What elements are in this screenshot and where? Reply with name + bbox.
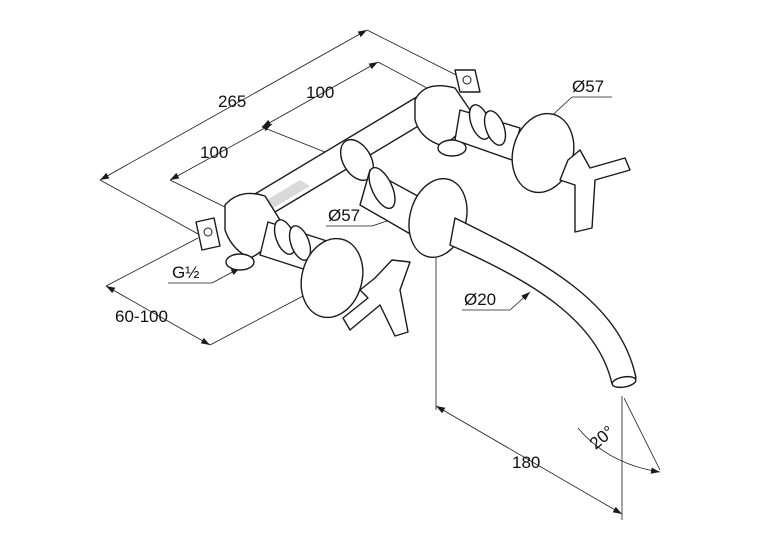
label-spout-diameter: Ø20 <box>464 290 496 309</box>
cross-handle-rear <box>559 149 631 233</box>
cross-handle-front <box>342 259 411 337</box>
faucet-assembly <box>195 69 637 389</box>
mounting-bracket-front <box>195 217 221 251</box>
handle-disc-front <box>300 237 364 319</box>
label-thread: G½ <box>172 263 199 282</box>
label-handle-diameter-right: Ø57 <box>572 77 604 96</box>
dimension-wall-depth: 60-100 <box>105 237 306 346</box>
leader-thread: G½ <box>168 263 241 284</box>
dimension-spout-angle: 20° <box>577 397 661 474</box>
dimension-spout-reach: 180 <box>435 250 623 520</box>
label-spout-angle: 20° <box>586 422 618 453</box>
label-handle-diameter-left: Ø57 <box>328 206 360 225</box>
label-spacing-front: 100 <box>200 143 228 162</box>
label-spacing-rear: 100 <box>306 83 334 102</box>
leader-handle-diameter-left: Ø57 <box>326 206 409 227</box>
label-width-total: 265 <box>218 92 246 111</box>
leader-spout-diameter: Ø20 <box>462 290 531 311</box>
dimension-width-total: 265 <box>99 29 471 236</box>
handle-disc-rear <box>511 112 575 194</box>
dimension-spacing-front: 100 <box>169 123 273 213</box>
label-spout-reach: 180 <box>512 453 540 472</box>
label-wall-depth: 60-100 <box>115 307 168 326</box>
mounting-bracket-rear <box>454 69 481 93</box>
